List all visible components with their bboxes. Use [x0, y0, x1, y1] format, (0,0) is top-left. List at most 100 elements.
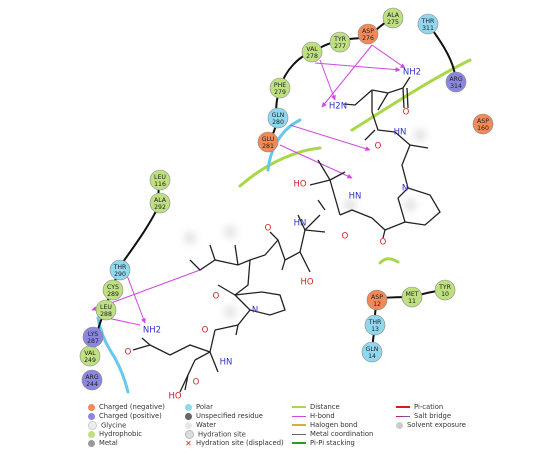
atom-o7: O: [202, 326, 209, 336]
residue-name: ASP: [371, 294, 383, 301]
residue-name: TYR: [438, 284, 452, 291]
residue-disk: [82, 326, 104, 348]
atom-o9: O: [193, 378, 200, 388]
water-swatch-icon: [185, 421, 192, 429]
atom-hn1: HN: [394, 128, 407, 138]
residue-name: MET: [405, 291, 418, 298]
residue-disk: [95, 299, 117, 321]
residue-name: CYS: [107, 284, 119, 291]
legend-negative: Charged (negative): [88, 403, 165, 411]
residue-number: 276: [362, 35, 374, 42]
residue-number: 249: [84, 357, 96, 364]
residue-disk: [401, 286, 423, 308]
atom-o4: O: [342, 232, 349, 242]
positive-swatch-icon: [88, 412, 95, 420]
residues: ALA275TYR277ASP276VAL278THR311PHE279ARG3…: [79, 7, 494, 391]
atom-n-pro1: N: [402, 184, 408, 194]
hbond-arrow-icon: [292, 415, 306, 417]
atom-nh2-low: NH2: [143, 326, 161, 336]
residue-number: 278: [306, 53, 318, 60]
residue-name: ASP: [362, 28, 374, 35]
atom-h2n: H2N: [329, 102, 347, 112]
residue-disk: [434, 279, 456, 301]
displaced-x-icon: ✕: [185, 438, 192, 448]
residue-disk: [267, 107, 289, 129]
legend-water: Water: [185, 421, 216, 429]
hydrophobic-swatch-icon: [88, 430, 95, 438]
legend-glycine: Glycine: [88, 421, 126, 430]
residue-disk: [366, 289, 388, 311]
residue-number: 13: [371, 326, 379, 333]
residue-disk: [269, 77, 291, 99]
residue-number: 244: [86, 381, 98, 388]
residue-number: 279: [274, 89, 286, 96]
metal-swatch-icon: [88, 439, 95, 447]
interaction-canvas: ALA275TYR277ASP276VAL278THR311PHE279ARG3…: [79, 7, 494, 402]
atom-o3: O: [380, 238, 387, 248]
residue-name: LYS: [88, 331, 98, 338]
residue-name: THR: [421, 18, 435, 25]
residue-disk: [149, 192, 171, 214]
atom-labels: NH2 H2N O O HN N HO HN O O HN O HO N O O…: [125, 68, 421, 402]
residue-name: GLN: [366, 346, 379, 353]
solvent-exposure: [184, 129, 426, 318]
residue-number: 160: [477, 125, 489, 132]
legend-hydration-site: Hydration site: [185, 430, 246, 439]
solvent-swatch-icon: [396, 421, 403, 429]
atom-hn4: HN: [220, 358, 233, 368]
pication-line-icon: [396, 406, 410, 408]
residue-number: 289: [107, 291, 119, 298]
metal-coord-line-icon: [292, 433, 306, 435]
legend-hydrophobic: Hydrophobic: [88, 430, 142, 438]
residue-disk: [109, 259, 131, 281]
legend-halogen: Halogen bond: [292, 421, 357, 429]
residue-name: ASP: [477, 118, 489, 125]
residue-disk: [361, 341, 383, 363]
atom-n-pro2: N: [252, 306, 258, 316]
legend-metal-coord: Metal coordination: [292, 430, 373, 438]
residue-number: 314: [450, 83, 462, 90]
atom-nh2-top: NH2: [403, 68, 421, 78]
residue-name: ARG: [449, 76, 463, 83]
glycine-swatch-icon: [88, 421, 97, 430]
legend-solvent: Solvent exposure: [396, 421, 466, 429]
legend-unspecified: Unspecified residue: [185, 412, 263, 420]
residue-number: 11: [408, 298, 416, 305]
atom-o8: O: [125, 348, 132, 358]
legend-saltbridge: Salt bridge: [396, 412, 451, 420]
halogen-line-icon: [292, 424, 306, 426]
residue-number: 311: [422, 25, 434, 32]
residue-name: LEU: [100, 304, 112, 311]
residue-name: VAL: [84, 350, 96, 357]
atom-oh-ser: HO: [300, 278, 313, 288]
legend-distance: Distance: [292, 403, 340, 411]
residue-number: 292: [154, 204, 166, 211]
atom-o2: O: [375, 142, 382, 152]
residue-disk: [102, 279, 124, 301]
legend-pipi: Pi-Pi stacking: [292, 439, 355, 447]
residue-number: 10: [441, 291, 449, 298]
residue-disk: [81, 369, 103, 391]
legend-metal: Metal: [88, 439, 118, 447]
residue-disk: [329, 31, 351, 53]
legend-hydration-displaced: ✕Hydration site (displaced): [185, 438, 284, 448]
residue-disk: [472, 113, 494, 135]
